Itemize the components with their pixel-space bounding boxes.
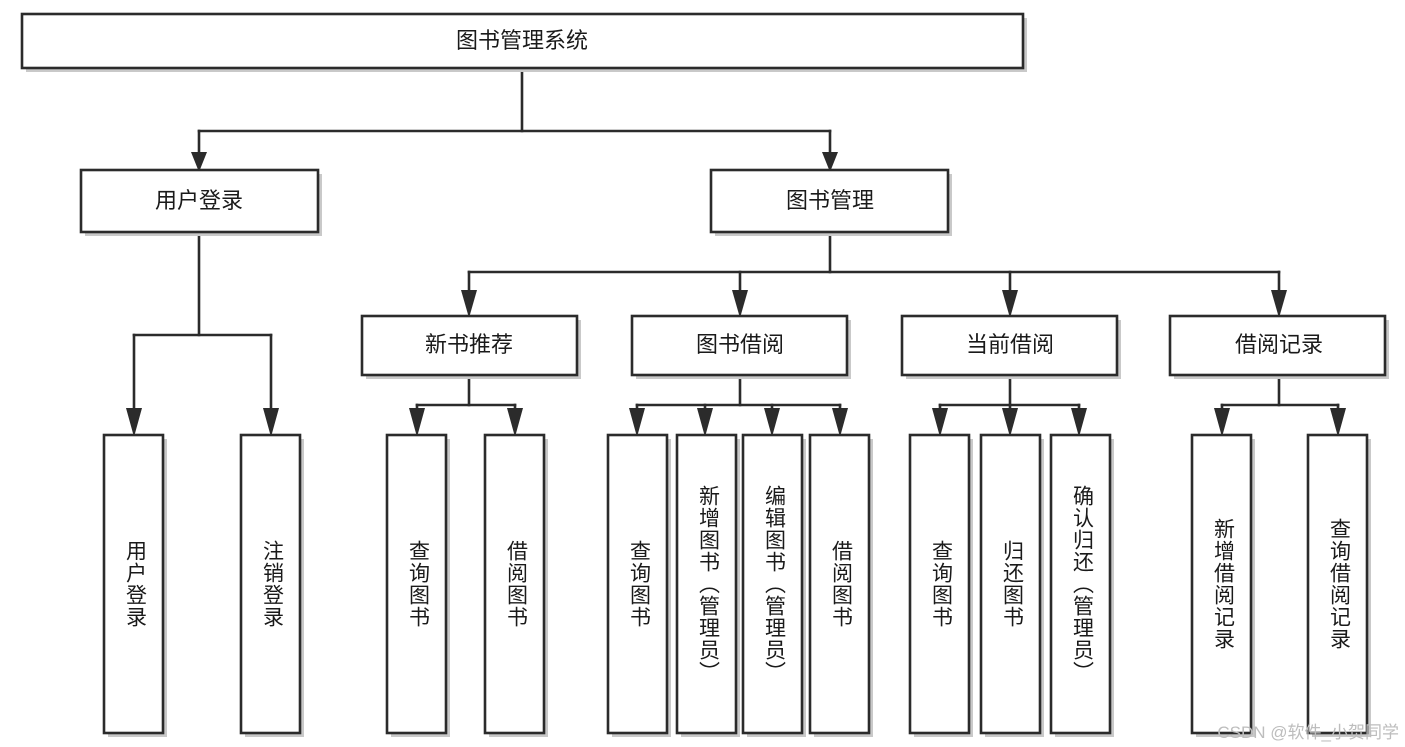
node-leaf-edit-book[interactable]: 编辑图书（管理员）	[741, 433, 806, 737]
leaf-6-box	[675, 433, 738, 735]
node-root[interactable]: 图书管理系统	[20, 12, 1027, 72]
leaf-13-box	[1306, 433, 1369, 735]
user-login-label: 用户登录	[155, 188, 243, 213]
book-borrow-label: 图书借阅	[696, 332, 784, 357]
arrow-icon-leaf-10	[1002, 408, 1018, 437]
arrow-icon-to-user-login	[191, 152, 207, 172]
arrow-icon-leaf-1	[126, 408, 142, 437]
root-label: 图书管理系统	[456, 28, 588, 53]
arrow-icon-to-book-mgmt	[822, 152, 838, 172]
new-book-recommend-box	[360, 314, 579, 377]
new-book-recommend-label: 新书推荐	[425, 332, 513, 357]
arrow-icon-leaf-8	[832, 408, 848, 437]
leaf-5-box	[606, 433, 669, 735]
leaf-10-box	[979, 433, 1042, 735]
node-leaf-query-record[interactable]: 查询借阅记录	[1306, 433, 1371, 737]
node-leaf-query-book-a[interactable]: 查询图书	[385, 433, 450, 737]
leaf-7-box	[741, 433, 804, 735]
node-leaf-query-book-c[interactable]: 查询图书	[908, 433, 973, 737]
node-leaf-query-book-b[interactable]: 查询图书	[606, 433, 671, 737]
arrow-icon-leaf-4	[507, 408, 523, 437]
arrow-icon-leaf-5	[629, 408, 645, 437]
leaf-12-label: 新增借阅记录	[1211, 518, 1235, 650]
borrow-record-label: 借阅记录	[1235, 332, 1323, 357]
leaf-1-label: 用户登录	[123, 540, 147, 628]
leaf-5-label: 查询图书	[627, 540, 651, 628]
leaf-2-box	[239, 433, 302, 735]
leaf-1-box	[102, 433, 165, 735]
node-leaf-return-book[interactable]: 归还图书	[979, 433, 1044, 737]
book-management-label: 图书管理	[786, 188, 874, 213]
arrow-icon-leaf-9	[932, 408, 948, 437]
leaf-11-label: 确认归还（管理员）	[1070, 485, 1094, 683]
user-login-box	[79, 168, 320, 234]
node-book-borrow[interactable]: 图书借阅	[630, 314, 851, 379]
leaf-12-box	[1190, 433, 1253, 735]
node-borrow-record[interactable]: 借阅记录	[1168, 314, 1389, 379]
node-leaf-borrow-book-b[interactable]: 借阅图书	[808, 433, 873, 737]
leaf-3-label: 查询图书	[406, 540, 430, 628]
root-box	[20, 12, 1025, 70]
arrow-icon-leaf-7	[764, 408, 780, 437]
arrow-icon-leaf-13	[1330, 408, 1346, 437]
arrow-icon-leaf-3	[409, 408, 425, 437]
book-borrow-box	[630, 314, 849, 377]
current-borrow-label: 当前借阅	[966, 332, 1054, 357]
arrow-icon-to-newbook	[461, 290, 477, 318]
current-borrow-box	[900, 314, 1119, 377]
leaf-4-label: 借阅图书	[504, 540, 528, 628]
node-current-borrow[interactable]: 当前借阅	[900, 314, 1121, 379]
node-leaf-logout[interactable]: 注销登录	[239, 433, 304, 737]
arrow-icon-leaf-11	[1071, 408, 1087, 437]
arrowheads-layer	[126, 152, 1346, 437]
arrow-icon-to-borrow	[732, 290, 748, 318]
leaf-7-label: 编辑图书（管理员）	[762, 485, 786, 683]
leaf-2-label: 注销登录	[260, 540, 284, 628]
leaf-9-label: 查询图书	[929, 540, 953, 628]
csdn-watermark: CSDN @软件_小贺同学	[1217, 723, 1399, 742]
arrow-icon-to-record	[1271, 290, 1287, 318]
leaf-10-label: 归还图书	[1000, 540, 1024, 628]
node-book-management[interactable]: 图书管理	[709, 168, 952, 236]
node-new-book-recommend[interactable]: 新书推荐	[360, 314, 581, 379]
leaf-8-box	[808, 433, 871, 735]
arrow-icon-leaf-6	[697, 408, 713, 437]
leaf-3-box	[385, 433, 448, 735]
leaf-4-box	[483, 433, 546, 735]
node-user-login[interactable]: 用户登录	[79, 168, 322, 236]
borrow-record-box	[1168, 314, 1387, 377]
leaf-11-box	[1049, 433, 1112, 735]
node-leaf-add-book[interactable]: 新增图书（管理员）	[675, 433, 740, 737]
leaf-9-box	[908, 433, 971, 735]
node-leaf-user-login[interactable]: 用户登录	[102, 433, 167, 737]
leaf-8-label: 借阅图书	[829, 540, 853, 628]
node-leaf-borrow-book-a[interactable]: 借阅图书	[483, 433, 548, 737]
leaf-6-label: 新增图书（管理员）	[696, 485, 720, 683]
arrow-icon-to-current	[1002, 290, 1018, 318]
node-leaf-confirm-return[interactable]: 确认归还（管理员）	[1049, 433, 1114, 737]
arrow-icon-leaf-12	[1214, 408, 1230, 437]
book-management-box	[709, 168, 950, 234]
leaf-13-label: 查询借阅记录	[1327, 518, 1351, 650]
node-leaf-add-record[interactable]: 新增借阅记录	[1190, 433, 1255, 737]
arrow-icon-leaf-2	[263, 408, 279, 437]
